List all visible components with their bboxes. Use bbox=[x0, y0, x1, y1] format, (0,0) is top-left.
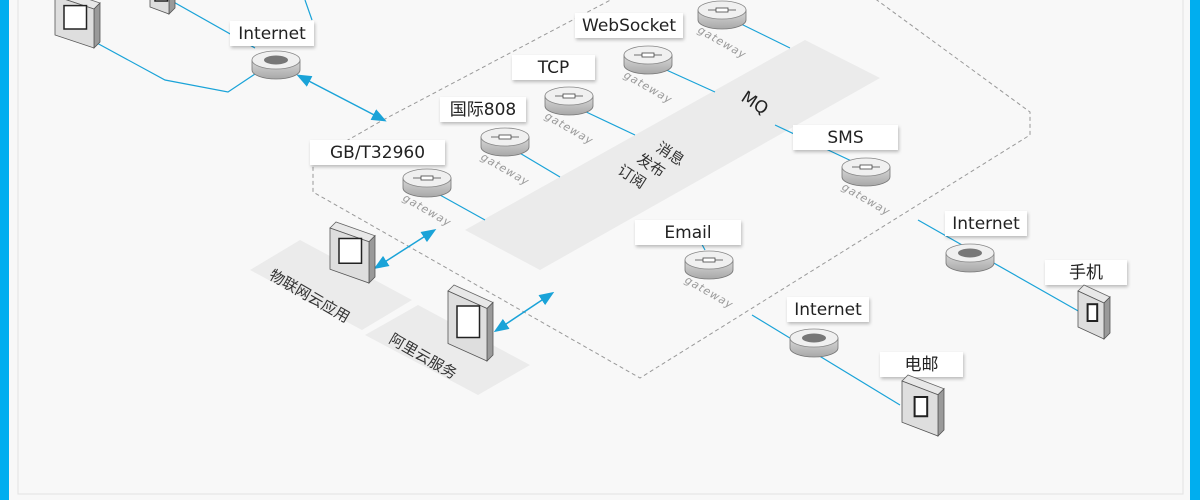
router-icon bbox=[789, 328, 839, 358]
router-icon bbox=[251, 50, 301, 80]
aliyun-platform bbox=[365, 305, 530, 395]
internet-label: Internet bbox=[945, 211, 1027, 236]
phone-label-text: 手机 bbox=[1069, 263, 1103, 283]
internet-label-text: Internet bbox=[952, 214, 1020, 234]
frame bbox=[17, 0, 1184, 495]
gateway-router-icon bbox=[841, 157, 891, 187]
gateway-router-icon bbox=[402, 168, 452, 198]
gateway-protocol-label: WebSocket bbox=[575, 13, 683, 38]
server-icon bbox=[447, 284, 494, 362]
phone-icon bbox=[901, 374, 945, 437]
gateway-router-icon bbox=[684, 250, 734, 280]
right-accent-bar bbox=[1190, 0, 1200, 500]
gateway-protocol-label-text: TCP bbox=[537, 58, 570, 78]
cloud-boundary bbox=[312, 0, 1031, 379]
server-icon bbox=[329, 221, 376, 284]
left-accent-bar bbox=[0, 0, 9, 500]
gateway-protocol-label-text: SMS bbox=[827, 128, 863, 148]
gateway-protocol-label: Email bbox=[635, 220, 741, 245]
gateway-protocol-label-text: WebSocket bbox=[582, 16, 676, 36]
arrows bbox=[296, 74, 555, 333]
gateway-router-icon bbox=[480, 127, 530, 157]
gateway-router-icon bbox=[697, 0, 747, 30]
email-label: 电邮 bbox=[880, 352, 963, 377]
internet-label: Internet bbox=[230, 21, 314, 46]
internet-label: Internet bbox=[787, 297, 869, 322]
router-icon bbox=[945, 243, 995, 273]
gateway-protocol-label: SMS bbox=[793, 125, 898, 150]
email-label-text: 电邮 bbox=[905, 355, 939, 375]
server-icon bbox=[54, 0, 101, 49]
internet-label-text: Internet bbox=[794, 300, 862, 320]
server-icon bbox=[149, 0, 176, 15]
gateway-protocol-label: TCP bbox=[512, 55, 595, 80]
gateway-router-icon bbox=[544, 86, 594, 116]
links bbox=[94, 0, 1081, 406]
gateway-protocol-label-text: GB/T32960 bbox=[330, 143, 425, 163]
internet-label-text: Internet bbox=[238, 24, 306, 44]
iot-app-platform bbox=[250, 240, 412, 330]
mq-band bbox=[465, 40, 880, 270]
phone-icon bbox=[1077, 284, 1111, 340]
gateway-protocol-label-text: 国际808 bbox=[450, 100, 516, 120]
gateway-protocol-label: GB/T32960 bbox=[310, 140, 445, 165]
gateway-protocol-label: 国际808 bbox=[440, 97, 526, 122]
gateway-protocol-label-text: Email bbox=[664, 223, 711, 243]
gateway-router-icon bbox=[623, 45, 673, 75]
phone-label: 手机 bbox=[1045, 260, 1127, 285]
